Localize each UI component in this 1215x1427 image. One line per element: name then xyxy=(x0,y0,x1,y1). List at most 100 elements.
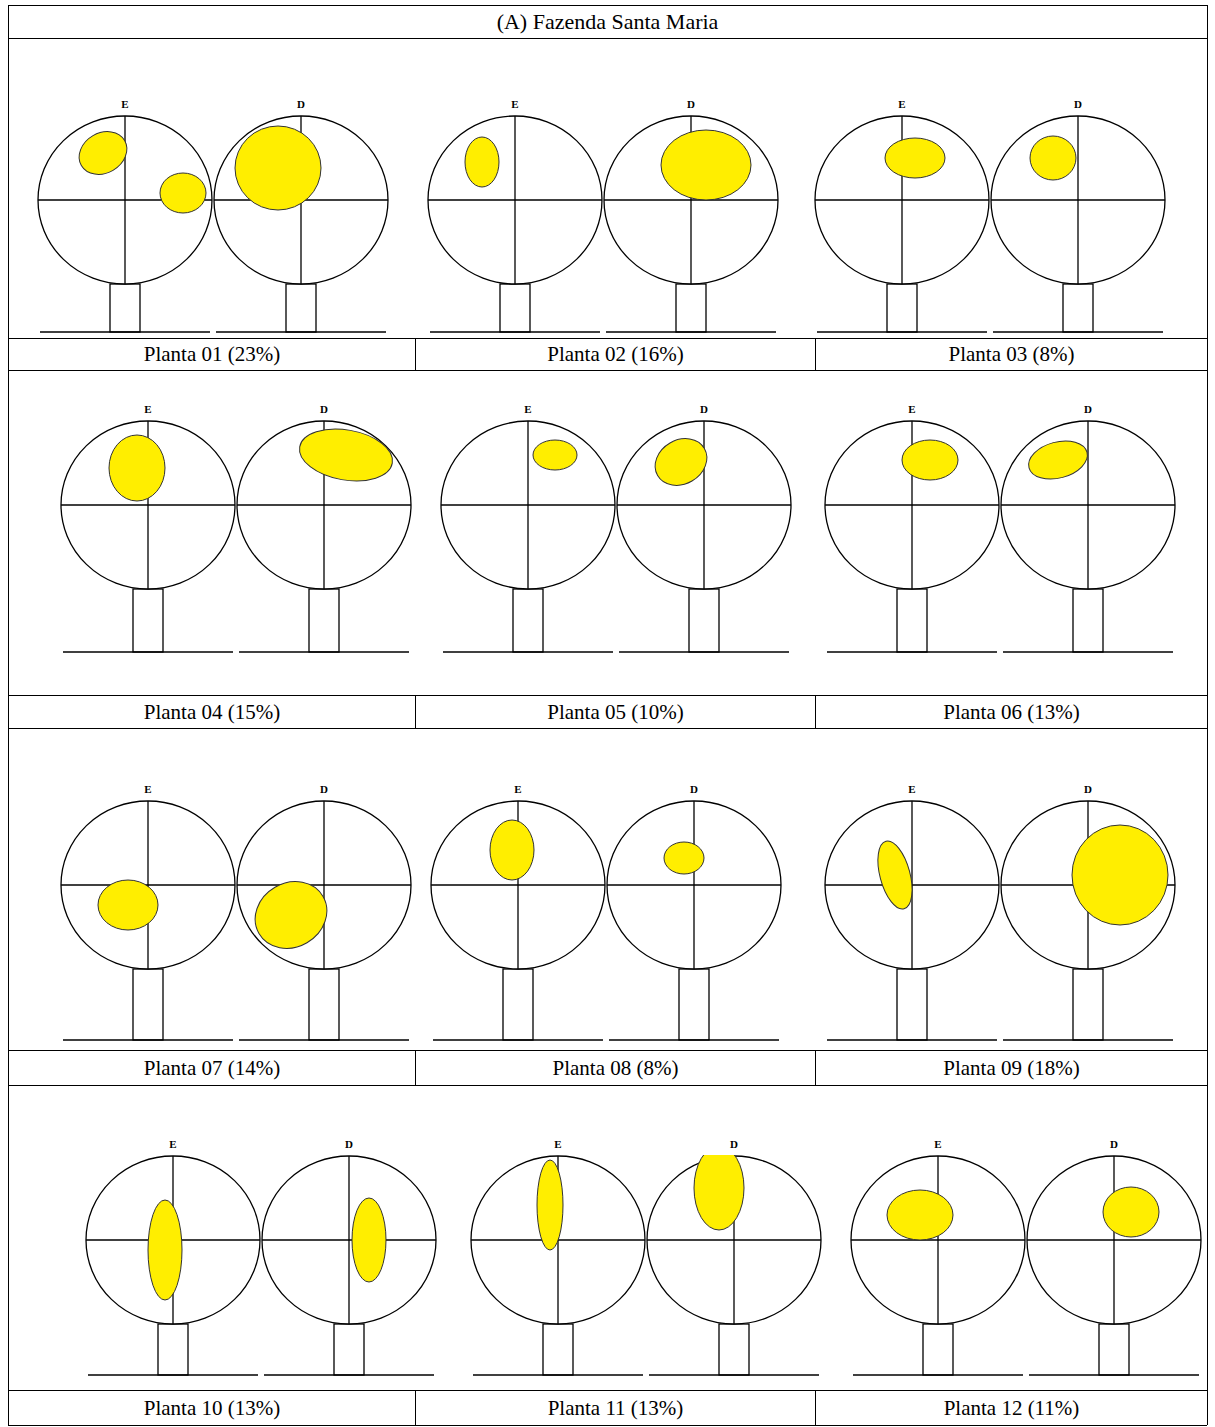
table-rule xyxy=(8,695,1207,696)
side-label: D xyxy=(236,403,412,415)
caption-cell: Planta 10 (13%) xyxy=(9,1391,415,1425)
crown-outline xyxy=(824,420,1000,590)
crown-circle xyxy=(38,116,212,284)
tree-trunk xyxy=(897,589,927,652)
caption-cell: Planta 11 (13%) xyxy=(416,1391,815,1425)
cell-divider xyxy=(815,1050,816,1085)
ground-line xyxy=(433,1039,603,1041)
tree-crown: D xyxy=(213,115,389,285)
side-label: D xyxy=(236,783,412,795)
side-label: D xyxy=(616,403,792,415)
cell-divider xyxy=(415,338,416,370)
ground-line xyxy=(649,1374,819,1376)
side-label: E xyxy=(430,783,606,795)
tree-crown: D xyxy=(1000,420,1176,590)
side-label: E xyxy=(824,403,1000,415)
crown-circle xyxy=(607,801,781,969)
crown-outline xyxy=(261,1155,437,1325)
crown-circle xyxy=(1027,1156,1201,1324)
crown-outline xyxy=(427,115,603,285)
caption-cell: Planta 08 (8%) xyxy=(416,1051,815,1085)
ground-line xyxy=(443,651,613,653)
crown-circle xyxy=(431,801,605,969)
infestation-area xyxy=(1030,136,1076,180)
cell-divider xyxy=(415,1050,416,1085)
crown-outline xyxy=(603,115,779,285)
crown-circle xyxy=(237,801,411,969)
crown-circle xyxy=(237,421,411,589)
crown-outline xyxy=(1000,800,1176,970)
tree-crown: D xyxy=(261,1155,437,1325)
crown-circle xyxy=(1001,421,1175,589)
crown-circle xyxy=(604,116,778,284)
caption-cell: Planta 04 (15%) xyxy=(9,696,415,728)
tree-crown: E xyxy=(850,1155,1026,1325)
cell-divider xyxy=(815,695,816,728)
ground-line xyxy=(606,331,776,333)
ground-line xyxy=(63,1039,233,1041)
crown-circle xyxy=(825,801,999,969)
tree-crown: E xyxy=(430,800,606,970)
ground-line xyxy=(609,1039,779,1041)
ground-line xyxy=(239,651,409,653)
tree-crown: D xyxy=(603,115,779,285)
crown-circle xyxy=(61,421,235,589)
tree-trunk xyxy=(110,284,140,332)
tree-trunk xyxy=(286,284,316,332)
tree-crown: E xyxy=(427,115,603,285)
quadrant-line xyxy=(527,421,528,589)
title-cell: (A) Fazenda Santa Maria xyxy=(8,5,1207,38)
side-label: E xyxy=(440,403,616,415)
side-label: D xyxy=(1000,783,1176,795)
table-rule xyxy=(8,370,1207,371)
tree-trunk xyxy=(1099,1324,1129,1375)
infestation-area xyxy=(902,440,958,480)
tree-crown: D xyxy=(236,800,412,970)
crown-circle xyxy=(1001,801,1175,969)
ground-line xyxy=(1003,1039,1173,1041)
tree-trunk xyxy=(334,1324,364,1375)
plant-caption: Planta 03 (8%) xyxy=(947,342,1077,367)
table-rule xyxy=(8,1050,1207,1051)
quadrant-line xyxy=(1113,1156,1114,1324)
crown-circle xyxy=(262,1156,436,1324)
ground-line xyxy=(1003,651,1173,653)
tree-trunk xyxy=(309,969,339,1040)
caption-cell: Planta 06 (13%) xyxy=(816,696,1207,728)
plant-caption: Planta 09 (18%) xyxy=(941,1056,1081,1081)
crown-circle xyxy=(815,116,989,284)
infestation-area xyxy=(647,429,716,494)
tree-crown: E xyxy=(37,115,213,285)
tree-crown: D xyxy=(236,420,412,590)
tree-crown: D xyxy=(646,1155,822,1325)
caption-cell: Planta 12 (11%) xyxy=(816,1391,1207,1425)
tree-trunk xyxy=(543,1324,573,1375)
infestation-area xyxy=(243,869,339,961)
quadrant-line xyxy=(693,801,694,969)
crown-circle xyxy=(991,116,1165,284)
infestation-area xyxy=(295,422,396,488)
crown-outline xyxy=(990,115,1166,285)
quadrant-line xyxy=(1087,421,1088,589)
ground-line xyxy=(993,331,1163,333)
caption-cell: Planta 01 (23%) xyxy=(9,339,415,370)
quadrant-line xyxy=(937,1156,938,1324)
quadrant-line xyxy=(348,1156,349,1324)
plant-caption: Planta 04 (15%) xyxy=(142,700,282,725)
infestation-area xyxy=(109,435,165,501)
infestation-area xyxy=(885,138,945,178)
tree-trunk xyxy=(719,1324,749,1375)
plant-caption: Planta 05 (10%) xyxy=(545,700,685,725)
ground-line xyxy=(88,1374,258,1376)
plant-caption: Planta 01 (23%) xyxy=(142,342,282,367)
tree-crown: E xyxy=(60,420,236,590)
infestation-area xyxy=(1103,1187,1159,1237)
side-label: E xyxy=(60,403,236,415)
cell-divider xyxy=(815,1390,816,1425)
tree-trunk xyxy=(676,284,706,332)
table-rule xyxy=(8,728,1207,729)
infestation-area xyxy=(160,173,206,213)
tree-trunk xyxy=(1073,589,1103,652)
side-label: D xyxy=(606,783,782,795)
